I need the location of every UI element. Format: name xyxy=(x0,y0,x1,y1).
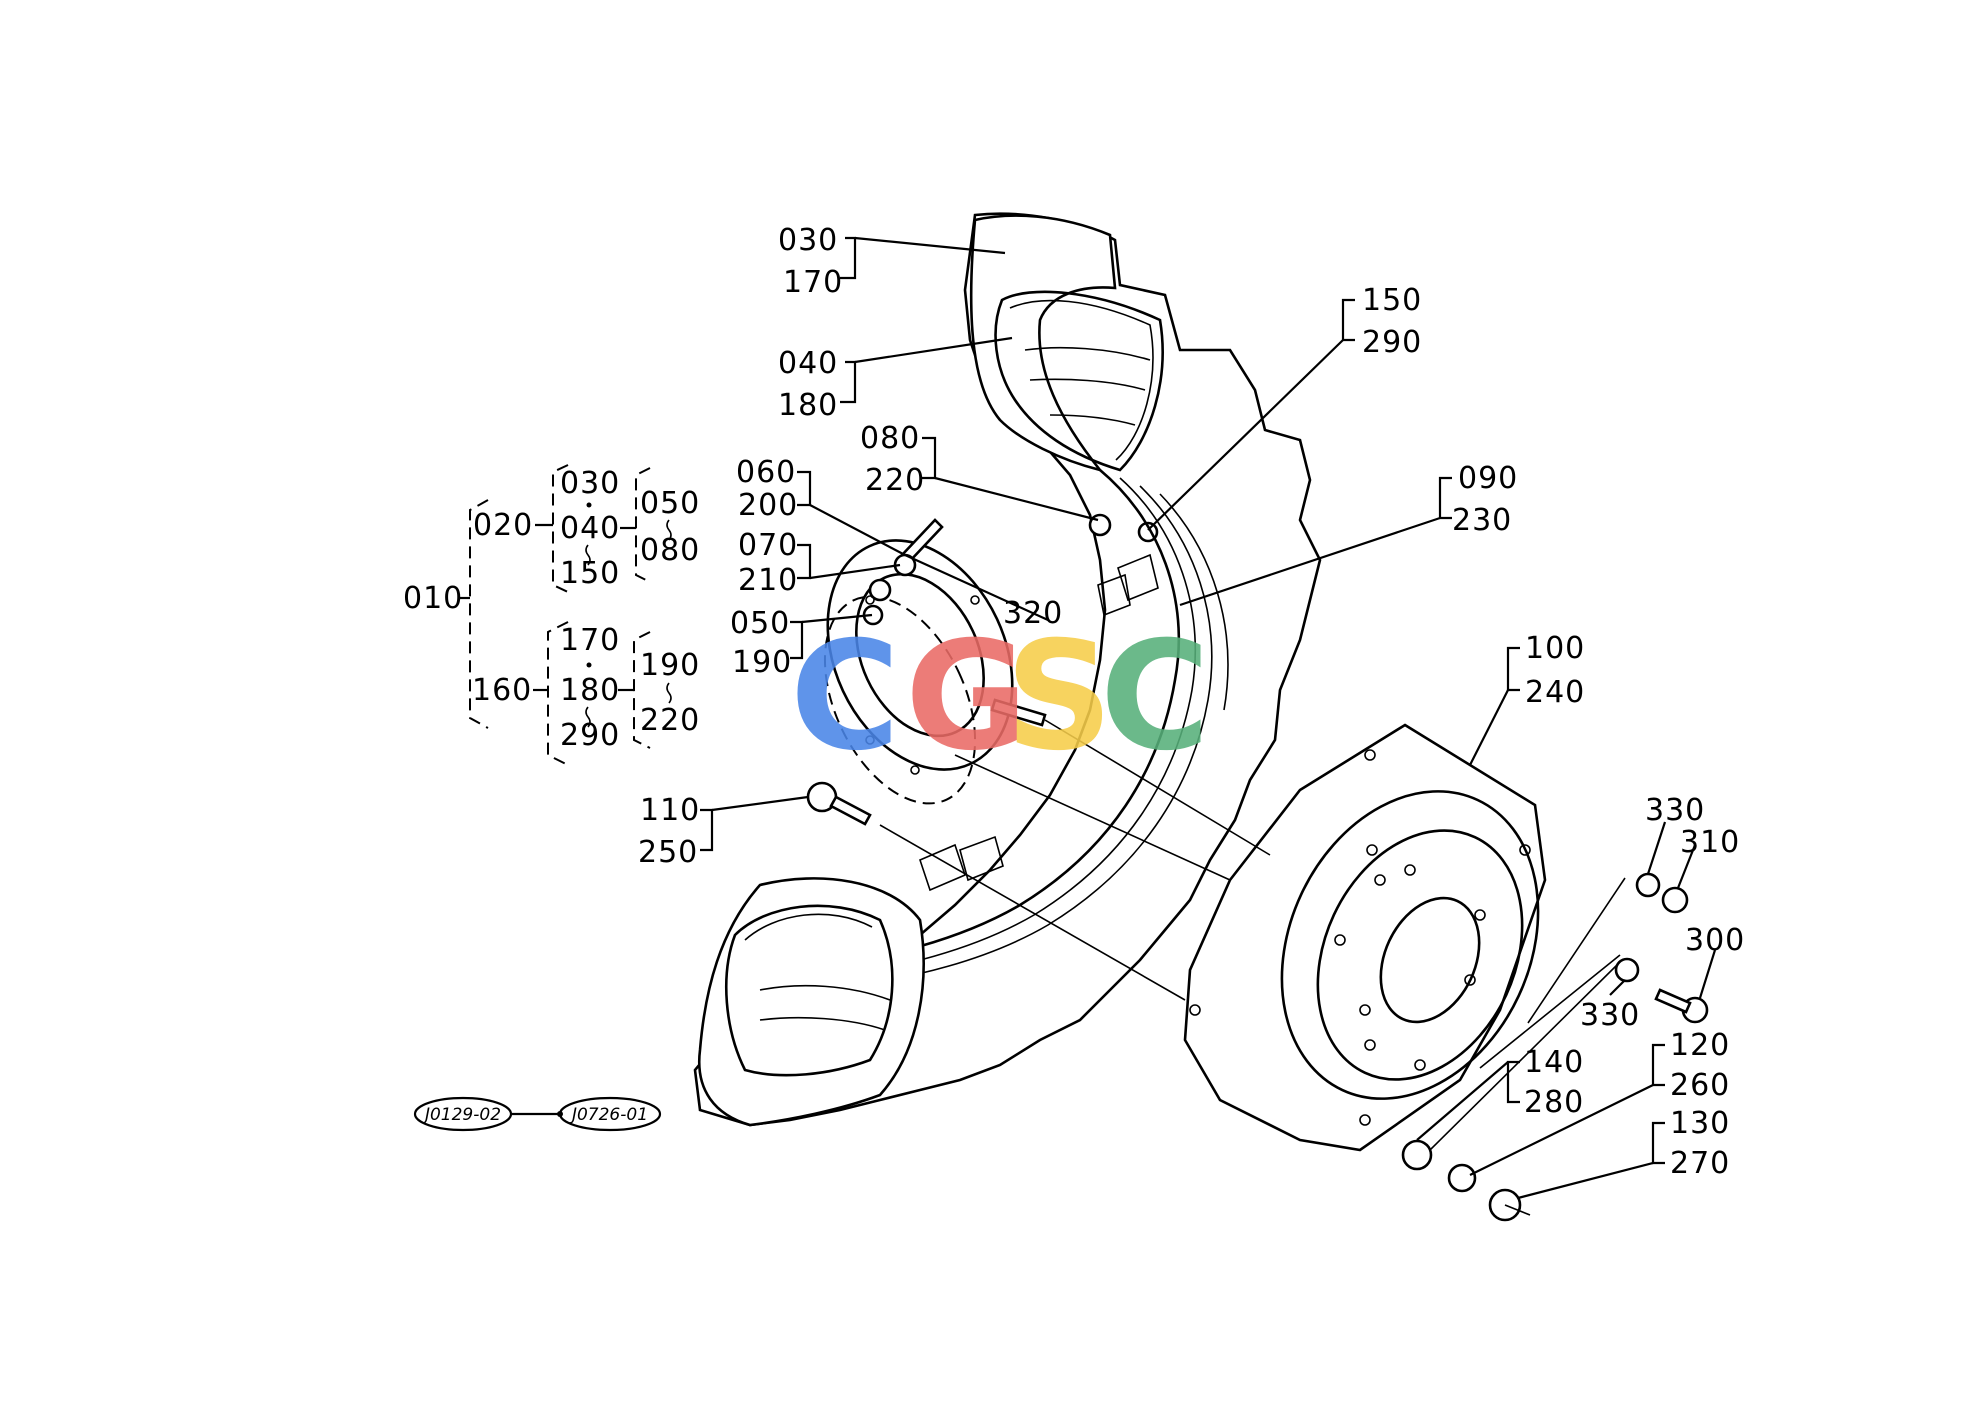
label-190: 190 xyxy=(732,645,792,680)
tree-g1-030: 030 xyxy=(560,466,620,501)
label-210: 210 xyxy=(738,563,798,598)
label-030-top: 030 xyxy=(778,223,838,258)
watermark-letter-2: G xyxy=(905,610,1028,784)
hardware xyxy=(806,513,1709,1222)
label-310: 310 xyxy=(1680,825,1740,860)
leader-lines xyxy=(700,236,1717,1200)
label-090: 090 xyxy=(1458,461,1518,496)
tire-top-section xyxy=(969,214,1117,473)
label-290-top: 290 xyxy=(1362,325,1422,360)
watermark-letter-4: C xyxy=(1100,610,1210,784)
label-140: 140 xyxy=(1524,1045,1584,1080)
tube-bottom-outline xyxy=(725,904,894,1077)
label-180-top: 180 xyxy=(778,388,838,423)
label-120: 120 xyxy=(1670,1028,1730,1063)
reference-tag-2: J0726-01 xyxy=(569,1105,648,1125)
label-110: 110 xyxy=(640,793,700,828)
label-130: 130 xyxy=(1670,1106,1730,1141)
tree-g2-180: 180 xyxy=(560,673,620,708)
label-170-top: 170 xyxy=(783,265,843,300)
watermark-letter-3: S xyxy=(1005,610,1113,784)
label-330-a: 330 xyxy=(1645,793,1705,828)
label-240: 240 xyxy=(1525,675,1585,710)
label-330-b: 330 xyxy=(1580,998,1640,1033)
tire xyxy=(693,212,1322,1127)
label-220-top: 220 xyxy=(865,463,925,498)
label-040-top: 040 xyxy=(778,346,838,381)
tree-root: 010 xyxy=(403,581,463,616)
tube-top-outline xyxy=(994,290,1164,472)
assembly-tree: 010 020 030 040 150 050 080 160 170 180 … xyxy=(403,464,700,766)
label-280: 280 xyxy=(1524,1085,1584,1120)
label-320: 320 xyxy=(1003,596,1063,631)
label-270: 270 xyxy=(1670,1146,1730,1181)
tire-bottom-section xyxy=(697,877,925,1127)
reference-tags: J0129-02 J0726-01 xyxy=(413,1096,662,1132)
tree-g1-150: 150 xyxy=(560,556,620,591)
label-200: 200 xyxy=(738,488,798,523)
label-080-top: 080 xyxy=(860,421,920,456)
reference-tag-1: J0129-02 xyxy=(422,1105,501,1125)
tree-g2-190: 190 xyxy=(640,648,700,683)
tree-g2-220: 220 xyxy=(640,703,700,738)
tree-g1-050: 050 xyxy=(640,486,700,521)
tree-g1-080: 080 xyxy=(640,533,700,568)
watermark: C G S C xyxy=(790,610,1210,784)
watermark-letter-1: C xyxy=(790,610,900,784)
part-labels: 030 170 040 180 150 290 080 220 060 200 … xyxy=(638,223,1745,1181)
label-260: 260 xyxy=(1670,1068,1730,1103)
assembly-lines xyxy=(879,719,1626,1216)
label-050: 050 xyxy=(730,606,790,641)
label-230: 230 xyxy=(1452,503,1512,538)
tree-g2-290: 290 xyxy=(560,718,620,753)
label-070: 070 xyxy=(738,528,798,563)
label-300: 300 xyxy=(1685,923,1745,958)
tree-g1-040: 040 xyxy=(560,511,620,546)
label-100: 100 xyxy=(1525,631,1585,666)
label-060: 060 xyxy=(736,455,796,490)
tree-g2-170: 170 xyxy=(560,623,620,658)
tree-group-160: 160 xyxy=(472,673,532,708)
label-150-top: 150 xyxy=(1362,283,1422,318)
label-250: 250 xyxy=(638,835,698,870)
tree-group-020: 020 xyxy=(473,508,533,543)
